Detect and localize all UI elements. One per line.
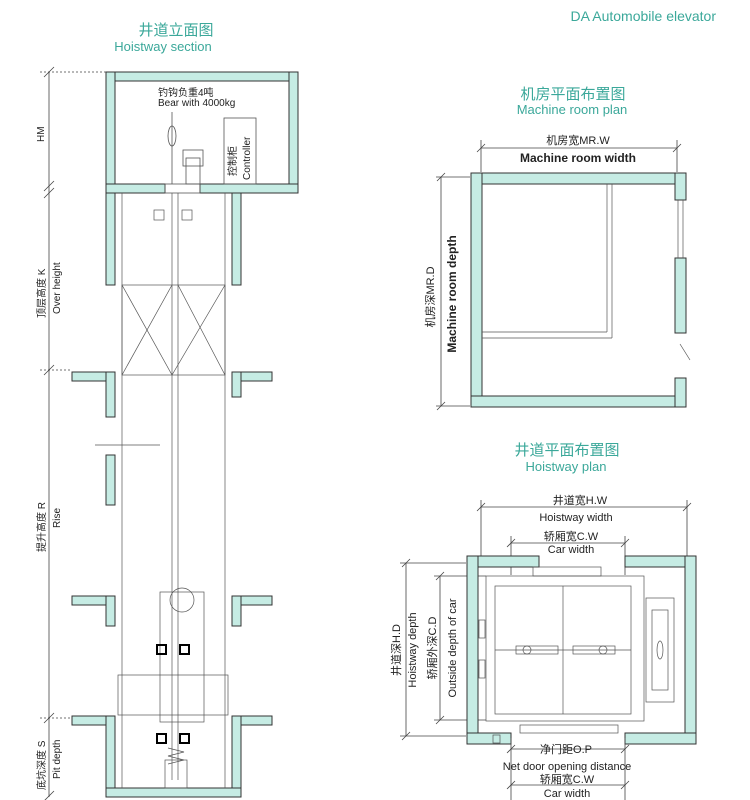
hook-assembly bbox=[164, 112, 204, 194]
dim-r-label-cn: 提升高度 R bbox=[35, 502, 48, 552]
hp-title-cn: 井道平面布置图 bbox=[514, 442, 619, 459]
hp-cd-label-cn: 轿厢外深C.D bbox=[425, 616, 439, 679]
controller-label-cn: 控制柜 bbox=[226, 146, 239, 176]
hp-cd-label-en: Outside depth of car bbox=[447, 598, 459, 697]
controller-box bbox=[223, 117, 257, 185]
mr-depth-dimension bbox=[436, 172, 470, 411]
hook-label-en: Bear with 4000kg bbox=[158, 98, 235, 109]
hp-op-label-en: Net door opening distance bbox=[503, 761, 631, 773]
section-shaft-walls bbox=[71, 192, 273, 798]
mr-title-cn: 机房平面布置图 bbox=[520, 86, 625, 103]
section-machine-room-walls bbox=[105, 71, 299, 194]
hp-hw-label-cn: 井道宽H.W bbox=[553, 493, 608, 507]
hp-cw2-label-cn: 轿厢宽C.W bbox=[540, 772, 595, 786]
hp-cw2-label-en: Car width bbox=[544, 788, 590, 800]
mr-interior bbox=[482, 184, 691, 361]
mr-title-en: Machine room plan bbox=[517, 102, 628, 117]
mr-depth-label-cn: 机房深MR.D bbox=[423, 266, 437, 327]
section-dimension-line bbox=[40, 66, 106, 800]
hp-op-label-cn: 净门距O.P bbox=[540, 742, 592, 756]
hp-interior bbox=[478, 566, 675, 744]
dim-s-label-en: Pit depth bbox=[52, 740, 63, 779]
dim-k-label-cn: 顶层高度 K bbox=[35, 268, 48, 318]
dim-r-label-en: Rise bbox=[52, 508, 63, 528]
hp-title-en: Hoistway plan bbox=[526, 459, 607, 474]
section-title-cn: 井道立面图 bbox=[138, 22, 213, 39]
brand-label: DA Automobile elevator bbox=[570, 8, 716, 24]
hp-bottom-dimensions bbox=[506, 738, 630, 800]
mr-width-label-cn: 机房宽MR.W bbox=[546, 133, 610, 147]
section-title-en: Hoistway section bbox=[114, 39, 212, 54]
hoistway-section: 井道立面图 Hoistway section 钓钩负重4吨 Bear with … bbox=[35, 22, 299, 800]
hp-hd-label-cn: 井道深H.D bbox=[389, 624, 403, 676]
hp-cw-label-en: Car width bbox=[548, 544, 594, 556]
mr-depth-label-en: Machine room depth bbox=[445, 235, 459, 352]
mr-walls bbox=[470, 172, 687, 408]
hp-cw-label-cn: 轿厢宽C.W bbox=[544, 529, 599, 543]
mr-width-label-en: Machine room width bbox=[520, 151, 636, 165]
mr-width-dimension bbox=[476, 140, 682, 172]
guide-rollers bbox=[156, 644, 190, 744]
machine-room-plan: 机房平面布置图 Machine room plan 机房宽MR.W Machin… bbox=[423, 86, 691, 411]
section-interior bbox=[95, 193, 229, 789]
hp-hd-label-en: Hoistway depth bbox=[407, 612, 419, 687]
dim-hm-label: HM bbox=[36, 126, 47, 142]
dim-k-label-en: Over height bbox=[52, 262, 63, 314]
dim-s-label-cn: 底坑深度 S bbox=[35, 740, 48, 790]
hook-label-cn: 钓钩负重4吨 bbox=[158, 86, 214, 99]
controller-label-en: Controller bbox=[242, 136, 253, 180]
hp-hw-label-en: Hoistway width bbox=[539, 512, 612, 524]
hp-walls bbox=[466, 555, 697, 745]
hoistway-plan: 井道平面布置图 Hoistway plan 井道宽H.W Hoistway wi… bbox=[389, 442, 697, 800]
